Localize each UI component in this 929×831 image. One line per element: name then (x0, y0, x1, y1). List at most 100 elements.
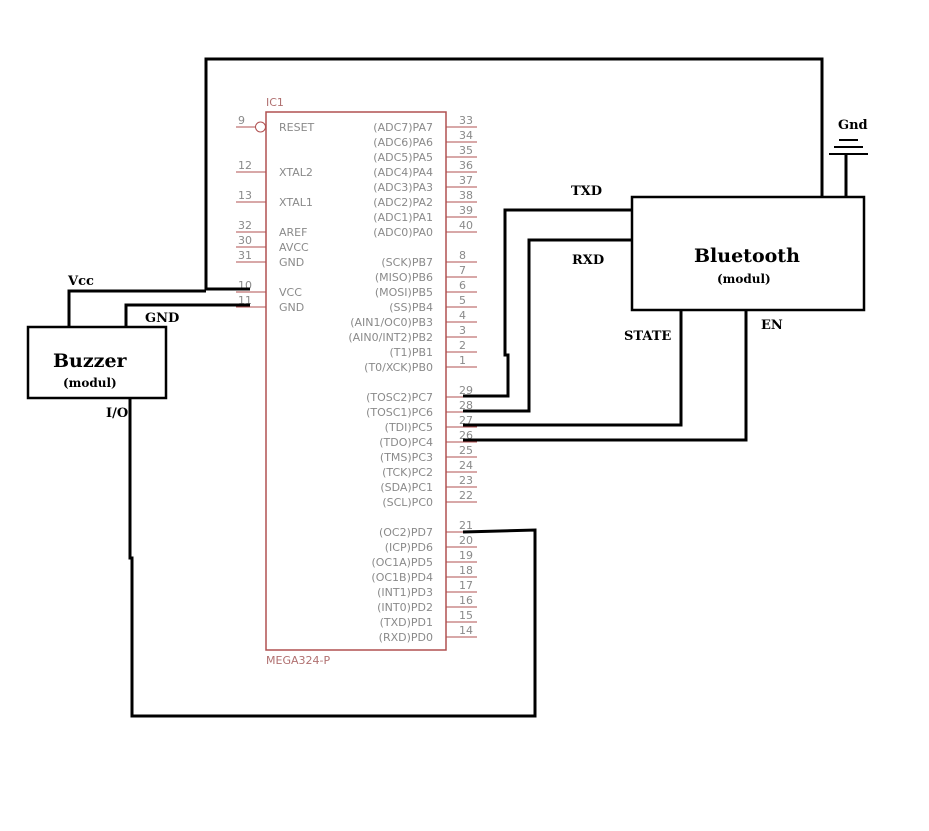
pin-label: XTAL1 (279, 196, 313, 209)
pin-label: VCC (279, 286, 302, 299)
right-pin-6: 6(MOSI)PB5 (375, 279, 477, 299)
pin-label: (ADC2)PA2 (373, 196, 433, 209)
pin-label: XTAL2 (279, 166, 313, 179)
pin-label: (MISO)PB6 (375, 271, 433, 284)
right-pin-34: 34 (ADC6)PA6 (373, 129, 477, 149)
pin-label: (ADC7)PA7 (373, 121, 433, 134)
bt-gnd-label: Gnd (838, 118, 868, 133)
right-pin-group: 33(ADC7)PA734(ADC6)PA635(ADC5)PA536(ADC4… (348, 114, 477, 644)
pin-number: 40 (459, 219, 473, 232)
pin-label: (ADC4)PA4 (373, 166, 433, 179)
pin-number: 22 (459, 489, 473, 502)
buzzer-subtitle: (modul) (63, 376, 117, 390)
right-pin-8: 8 (SCK)PB7 (381, 249, 477, 269)
pin-label: (OC1B)PD4 (371, 571, 433, 584)
pin-number: 8 (459, 249, 466, 262)
right-pin-7: 7 (MISO)PB6 (375, 264, 477, 284)
pin-label: (OC1A)PD5 (371, 556, 433, 569)
pin-number: 7 (459, 264, 466, 277)
pin-number: 2 (459, 339, 466, 352)
pin-label: (SDA)PC1 (380, 481, 433, 494)
wire-state (463, 310, 683, 427)
right-pin-16: 16 (INT0)PD2 (377, 594, 477, 614)
pin-number: 38 (459, 189, 473, 202)
right-pin-29: 29(TOSC2)PC7 (366, 384, 477, 404)
right-pin-19: 19(OC1A)PD5 (371, 549, 477, 569)
right-pin-1: 1(T0/XCK)PB0 (364, 354, 477, 374)
pin-number: 15 (459, 609, 473, 622)
chip-designator: IC1 (266, 96, 284, 109)
right-pin-38: 38 (ADC2)PA2 (373, 189, 477, 209)
right-pin-20: 20(ICP)PD6 (385, 534, 477, 554)
mcu-body (265, 111, 447, 651)
right-pin-18: 18(OC1B)PD4 (371, 564, 477, 584)
wire-gnd-to-buzzer (124, 303, 250, 327)
buzzer-title: Buzzer (53, 350, 128, 372)
pin-label: (TOSC2)PC7 (366, 391, 433, 404)
right-pin-36: 36 (ADC4)PA4 (373, 159, 477, 179)
en-label: EN (761, 318, 783, 333)
pin-label: RESET (279, 121, 315, 134)
wire-txd (463, 208, 632, 398)
pin-number: 36 (459, 159, 473, 172)
pin-number: 25 (459, 444, 473, 457)
pin-label: (TMS)PC3 (380, 451, 433, 464)
bluetooth-subtitle: (modul) (717, 272, 771, 286)
pin-label: (INT1)PD3 (377, 586, 433, 599)
pin-number: 9 (238, 114, 245, 127)
wire-vcc-to-buzzer (67, 289, 206, 327)
pin-label: (INT0)PD2 (377, 601, 433, 614)
pin-number: 3 (459, 324, 466, 337)
pin-label: (T0/XCK)PB0 (364, 361, 433, 374)
pin-label: (OC2)PD7 (379, 526, 433, 539)
state-label: STATE (624, 329, 671, 344)
ground-symbol (829, 139, 868, 197)
right-pin-14: 14(RXD)PD0 (379, 624, 477, 644)
pin-number: 16 (459, 594, 473, 607)
vcc-label: Vcc (67, 274, 94, 289)
wire-rxd (463, 238, 632, 413)
pin-label: (SCK)PB7 (381, 256, 433, 269)
pin-number: 28 (459, 399, 473, 412)
pin-label: (T1)PB1 (390, 346, 433, 359)
right-pin-39: 39(ADC1)PA1 (373, 204, 477, 224)
wire-vcc-to-bluetooth (204, 57, 824, 291)
right-pin-5: 5 (SS)PB4 (389, 294, 477, 314)
right-pin-40: 40(ADC0)PA0 (373, 219, 477, 239)
pin-label: (SS)PB4 (389, 301, 433, 314)
right-pin-33: 33 (ADC7)PA7 (373, 114, 477, 134)
pin-number: 17 (459, 579, 473, 592)
right-pin-24: 24 (TCK)PC2 (382, 459, 477, 479)
pin-number: 32 (238, 219, 252, 232)
right-pin-22: 22 (SCL)PC0 (382, 489, 477, 509)
right-pin-17: 17 (INT1)PD3 (377, 579, 477, 599)
pin-label: (SCL)PC0 (382, 496, 433, 509)
pin-number: 35 (459, 144, 473, 157)
inversion-bubble (255, 121, 266, 133)
pin-number: 24 (459, 459, 473, 472)
txd-label: TXD (571, 184, 602, 199)
pin-label: (TDI)PC5 (385, 421, 433, 434)
pin-label: (TCK)PC2 (382, 466, 433, 479)
pin-label: (TOSC1)PC6 (366, 406, 433, 419)
pin-label: (TDO)PC4 (379, 436, 433, 449)
pin-label: (AIN0/INT2)PB2 (348, 331, 433, 344)
buzzer-module-box (26, 325, 168, 400)
rxd-label: RXD (572, 253, 604, 268)
right-pin-4: 4(AIN1/OC0)PB3 (350, 309, 477, 329)
pin-number: 34 (459, 129, 473, 142)
pin-number: 39 (459, 204, 473, 217)
pin-label: (ADC6)PA6 (373, 136, 433, 149)
pin-number: 31 (238, 249, 252, 262)
pin-label: (ADC3)PA3 (373, 181, 433, 194)
pin-number: 33 (459, 114, 473, 127)
pin-label: GND (279, 256, 304, 269)
io-label: I/O (106, 406, 128, 421)
pin-number: 5 (459, 294, 466, 307)
right-pin-21: 21(OC2)PD7 (379, 519, 477, 539)
